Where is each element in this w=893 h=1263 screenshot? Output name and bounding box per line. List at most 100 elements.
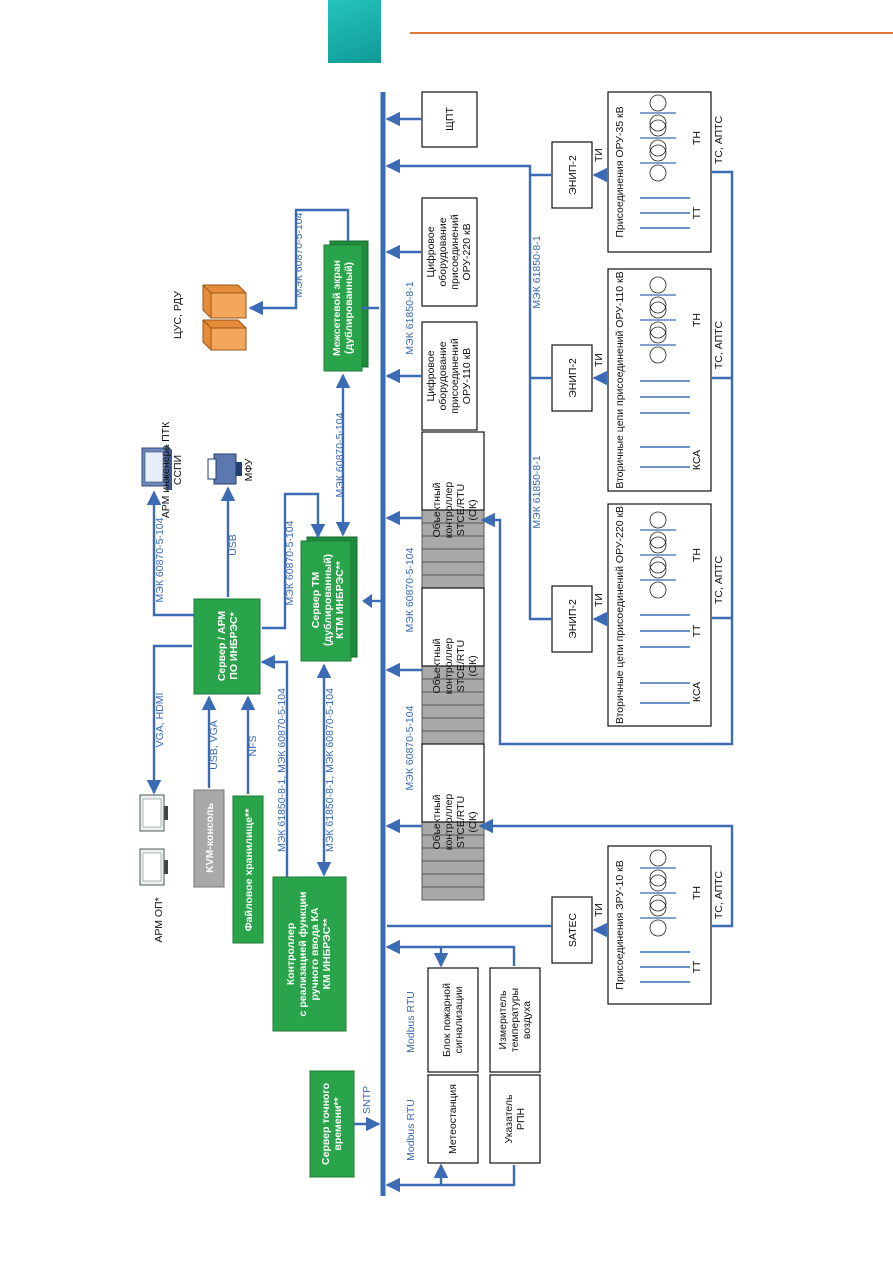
bus-arrow [362,594,372,608]
label-arm-engineer: МЭК 60870-5-104 [154,517,166,602]
svg-text:Объектный: Объектный [431,482,443,537]
temperature-meter-box [489,967,541,1073]
enip-220-label: ЭНИП-2 [567,599,579,639]
sntp-label: SNTP [361,1086,373,1114]
enip-220-box [551,585,593,653]
rpn-box [489,1074,541,1164]
svg-text:(ОК): (ОК) [467,811,479,832]
svg-text:Сервер точного: Сервер точного [320,1083,332,1165]
firewall-box [323,244,363,372]
tt-35: ТТ [691,206,703,219]
svg-text:Межсетевой экран: Межсетевой экран [331,260,343,356]
panel-220kv-label: Вторичные цепи присоединений ОРУ-220 кВ [614,506,626,724]
tn-110: ТН [691,313,703,327]
svg-text:Цифровое: Цифровое [425,226,437,277]
ti-110: ТИ [593,353,605,367]
server-tm-box [300,540,352,662]
meteo-label: Метеостанция [447,1084,459,1154]
ti-10: ТИ [593,903,605,917]
bus-label-104-b: МЭК 60870-5-104 [404,705,416,790]
usb-label: USB [227,534,239,556]
label-firewall-cus: МЭК 60870-5-104 [293,212,305,297]
svg-text:контроллер: контроллер [443,794,455,851]
tn-220: ТН [691,548,703,562]
svg-text:(ОК): (ОК) [467,655,479,676]
ti-220: ТИ [593,593,605,607]
satec-box [551,896,593,964]
svg-text:(дублированный): (дублированный) [343,262,355,354]
fire-alarm-label: Блок пожарной сигнализации [441,983,465,1057]
file-storage-label: Файловое хранилище** [243,808,255,931]
object-controller-1-label: Объектный контроллер STCE/RTU (ОК) [431,482,479,539]
tt-10: ТТ [691,960,703,973]
label-ka-tm: МЭК 61850-8-1, МЭК 60870-5-104 [324,688,336,852]
tt-220: ТТ [691,624,703,637]
modbus-label-bottom: Modbus RTU [405,1099,417,1161]
arm-engineer-label: АРМ инженера ПТК ССПИ [160,421,184,518]
label-61850-upper: МЭК 61850-8-1 [531,235,543,308]
digital-110-label: Цифровое оборудование присоединений ОРУ-… [425,338,473,414]
controller-ka-box [272,876,347,1032]
cus-label: ЦУС, РДУ [172,291,184,339]
ksa-220: КСА [691,682,703,702]
digital-220-label: Цифровое оборудование присоединений ОРУ-… [425,214,473,290]
enip-110-label: ЭНИП-2 [567,358,579,398]
fire-alarm-box [427,967,479,1073]
object-controller-2-label: Объектный контроллер STCE/RTU (ОК) [431,638,479,695]
svg-text:ОРУ-110 кВ: ОРУ-110 кВ [461,348,473,404]
controller-ka-label: Контроллер с реализацией функции ручного… [285,892,333,1017]
svg-text:оборудование: оборудование [437,341,449,410]
header-accent-square [328,0,381,63]
usb-vga-label: USB, VGA [208,720,220,770]
monitor-icon [139,794,168,886]
nfs-label: NFS [247,736,259,757]
tn-10: ТН [691,886,703,900]
panel-10kv-label: Присоединения ЗРУ-10 кВ [614,860,626,989]
enip-35-box [551,141,593,209]
svg-text:Блок пожарной: Блок пожарной [441,983,453,1057]
panel-110kv-label: Вторичные цепи присоединений ОРУ-110 кВ [614,271,626,488]
svg-text:Указатель: Указатель [503,1094,515,1143]
svg-text:Сервер ТМ: Сервер ТМ [310,572,322,629]
label-61850-lower: МЭК 61850-8-1 [531,455,543,528]
ksa-110: КСА [691,450,703,470]
panel-35kv [607,91,712,253]
mfu-label: МФУ [243,458,255,481]
label-arm-tm: МЭК 60870-5-104 [284,520,296,605]
svg-text:КМ ИНБРЭС**: КМ ИНБРЭС** [321,918,333,990]
svg-text:STCE/RTU: STCE/RTU [455,796,467,848]
panel-10kv [607,845,712,1005]
ti-35: ТИ [593,148,605,162]
time-server-label: Сервер точного времени** [320,1083,344,1165]
svg-text:STCE/RTU: STCE/RTU [455,640,467,692]
header-rule [410,32,893,34]
enip-110-box [551,344,593,412]
server-cabinet-icon [202,284,247,351]
panel-110kv [607,268,712,492]
object-controller-3-label: Объектный контроллер STCE/RTU (ОК) [431,794,479,851]
tn-35: ТН [691,131,703,145]
ts-35: ТС, АПТС [713,115,725,164]
shpt-label: ЩПТ [444,107,456,131]
ts-110: ТС, АПТС [713,320,725,369]
bus-label-104-a: МЭК 60870-5-104 [404,547,416,632]
printer-icon [207,453,242,485]
temperature-meter-label: Измеритель температуры воздуха [497,988,533,1052]
server-arm-box [193,598,261,695]
svg-text:оборудование: оборудование [437,217,449,286]
svg-text:КТМ ИНБРЭС**: КТМ ИНБРЭС** [334,560,346,639]
svg-text:присоединений: присоединений [449,214,461,290]
svg-text:ССПИ: ССПИ [172,455,184,485]
svg-text:Объектный: Объектный [431,638,443,693]
vga-hdmi-label: VGA, HDMI [154,693,166,748]
svg-text:с реализацией функции: с реализацией функции [297,892,309,1017]
svg-text:температуры: температуры [509,988,521,1052]
svg-text:контроллер: контроллер [443,482,455,539]
svg-text:времени**: времени** [332,1097,344,1151]
svg-text:(дублированный): (дублированный) [322,554,334,646]
rpn-label: Указатель РПН [503,1094,527,1143]
svg-text:Цифровое: Цифровое [425,350,437,401]
ts-10: ТС, АПТС [713,870,725,919]
svg-text:РПН: РПН [515,1108,527,1130]
